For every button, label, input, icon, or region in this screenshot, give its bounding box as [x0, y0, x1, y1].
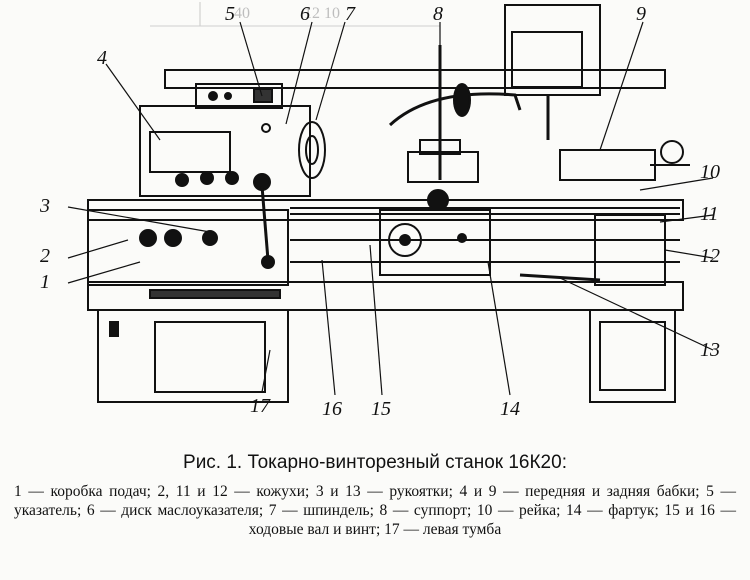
- callout-12: 12: [700, 245, 720, 267]
- caption-legend: 1 — коробка подач; 2, 11 и 12 — кожухи; …: [14, 483, 736, 538]
- callout-16: 16: [322, 398, 342, 420]
- lamp: [453, 83, 471, 117]
- callout-14: 14: [500, 398, 520, 420]
- lever-3: [260, 185, 270, 261]
- feed-gearbox: [87, 209, 289, 286]
- caption-title: Рис. 1. Токарно-винторезный станок 16К20…: [183, 452, 567, 473]
- callout-5: 5: [225, 3, 235, 25]
- guard-right: [594, 214, 666, 286]
- chip-tray: [87, 281, 684, 311]
- lathe-diagram: 12 10 40: [39, 2, 720, 420]
- callout-17: 17: [250, 395, 271, 417]
- svg-text:12 10: 12 10: [304, 5, 340, 22]
- bleed-through-text: 12 10 40: [150, 2, 440, 27]
- indicator-panel: [195, 83, 283, 109]
- callout-4: 4: [97, 47, 107, 69]
- callout-labels: 4 5 6 7 8 9 10 11 12 13 3 2 1 17 16 15 1…: [39, 3, 720, 420]
- svg-text:40: 40: [234, 5, 250, 22]
- tailstock-handwheel: [660, 140, 684, 164]
- callout-10: 10: [700, 161, 720, 183]
- callout-2: 2: [40, 245, 50, 267]
- spindle: [298, 121, 326, 179]
- tailstock: [559, 149, 656, 181]
- headstock-top-casing: [164, 69, 666, 89]
- callout-15: 15: [371, 398, 391, 420]
- callout-13: 13: [700, 339, 720, 361]
- figure-caption: Рис. 1. Токарно-винторезный станок 16К20…: [10, 452, 740, 539]
- callout-7: 7: [345, 3, 356, 25]
- display-monitor: [504, 4, 601, 96]
- left-pedestal: [97, 309, 289, 403]
- leader-lines: [67, 21, 714, 396]
- apron: [379, 209, 491, 276]
- callout-11: 11: [700, 203, 719, 225]
- callout-3: 3: [39, 195, 50, 217]
- lathe-drawing: [67, 4, 714, 403]
- callout-1: 1: [40, 271, 50, 293]
- headstock-body: [139, 105, 311, 197]
- callout-6: 6: [300, 3, 310, 25]
- right-pedestal: [589, 309, 676, 403]
- callout-8: 8: [433, 3, 443, 25]
- callout-9: 9: [636, 3, 646, 25]
- carriage: [407, 151, 479, 183]
